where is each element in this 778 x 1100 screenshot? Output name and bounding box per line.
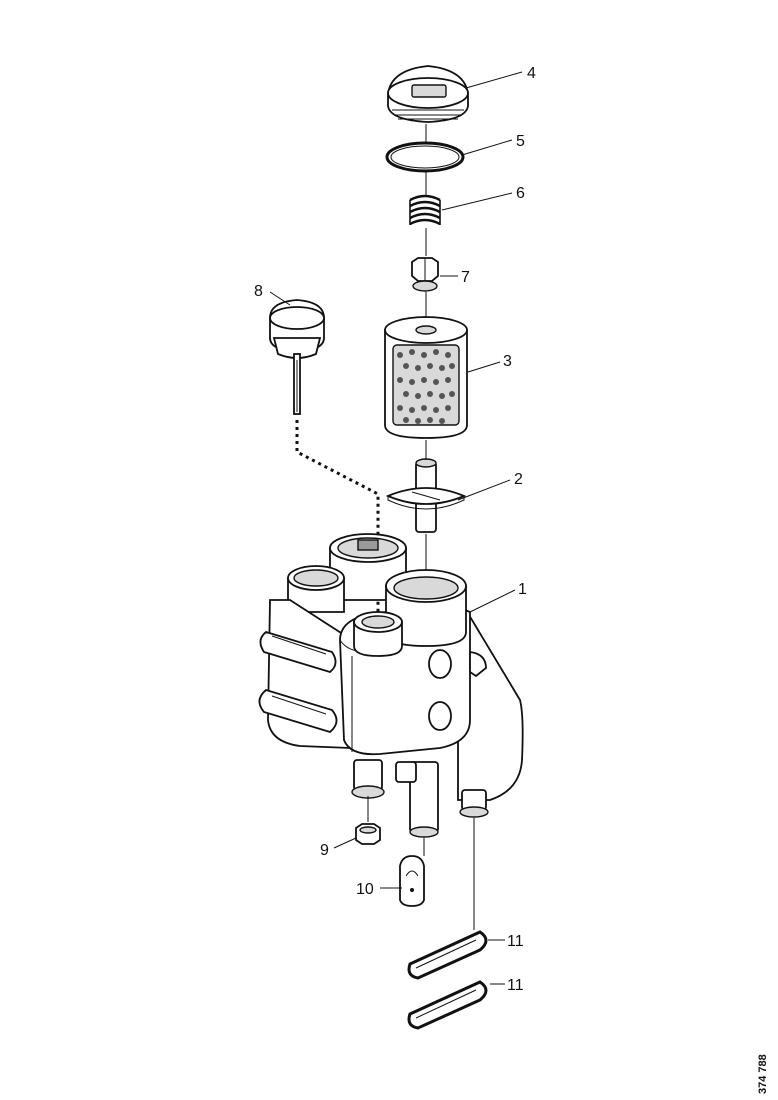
part-11-seal-lower — [407, 980, 488, 1030]
label-8: 8 — [254, 283, 263, 300]
label-1: 1 — [518, 581, 527, 598]
part-11-seal-upper — [407, 930, 488, 980]
assembly-guide-lines — [367, 124, 475, 930]
label-3: 3 — [503, 353, 512, 370]
label-7: 7 — [461, 269, 470, 286]
part-5-o-ring — [385, 141, 465, 173]
leader-lines — [269, 71, 523, 985]
part-6-spring — [409, 194, 441, 226]
part-8-dipstick-plug — [269, 299, 325, 415]
part-4-threaded-cap — [387, 65, 469, 123]
label-11-upper: 11 — [507, 933, 524, 950]
label-10: 10 — [356, 881, 374, 898]
label-5: 5 — [516, 133, 525, 150]
label-6: 6 — [516, 185, 525, 202]
part-1-filter-housing — [258, 533, 524, 838]
label-4: 4 — [527, 65, 536, 82]
part-9-nut — [355, 823, 381, 845]
label-11-lower: 11 — [507, 977, 524, 994]
label-2: 2 — [514, 471, 523, 488]
drawing-code: 374 788 — [757, 1054, 769, 1094]
part-8-assembly-path — [295, 420, 380, 622]
part-2-center-pipe — [385, 458, 467, 533]
part-7-valve-nut — [411, 257, 439, 292]
label-9: 9 — [320, 842, 329, 859]
part-3-filter-element — [384, 316, 468, 439]
part-10-plug — [399, 855, 425, 907]
